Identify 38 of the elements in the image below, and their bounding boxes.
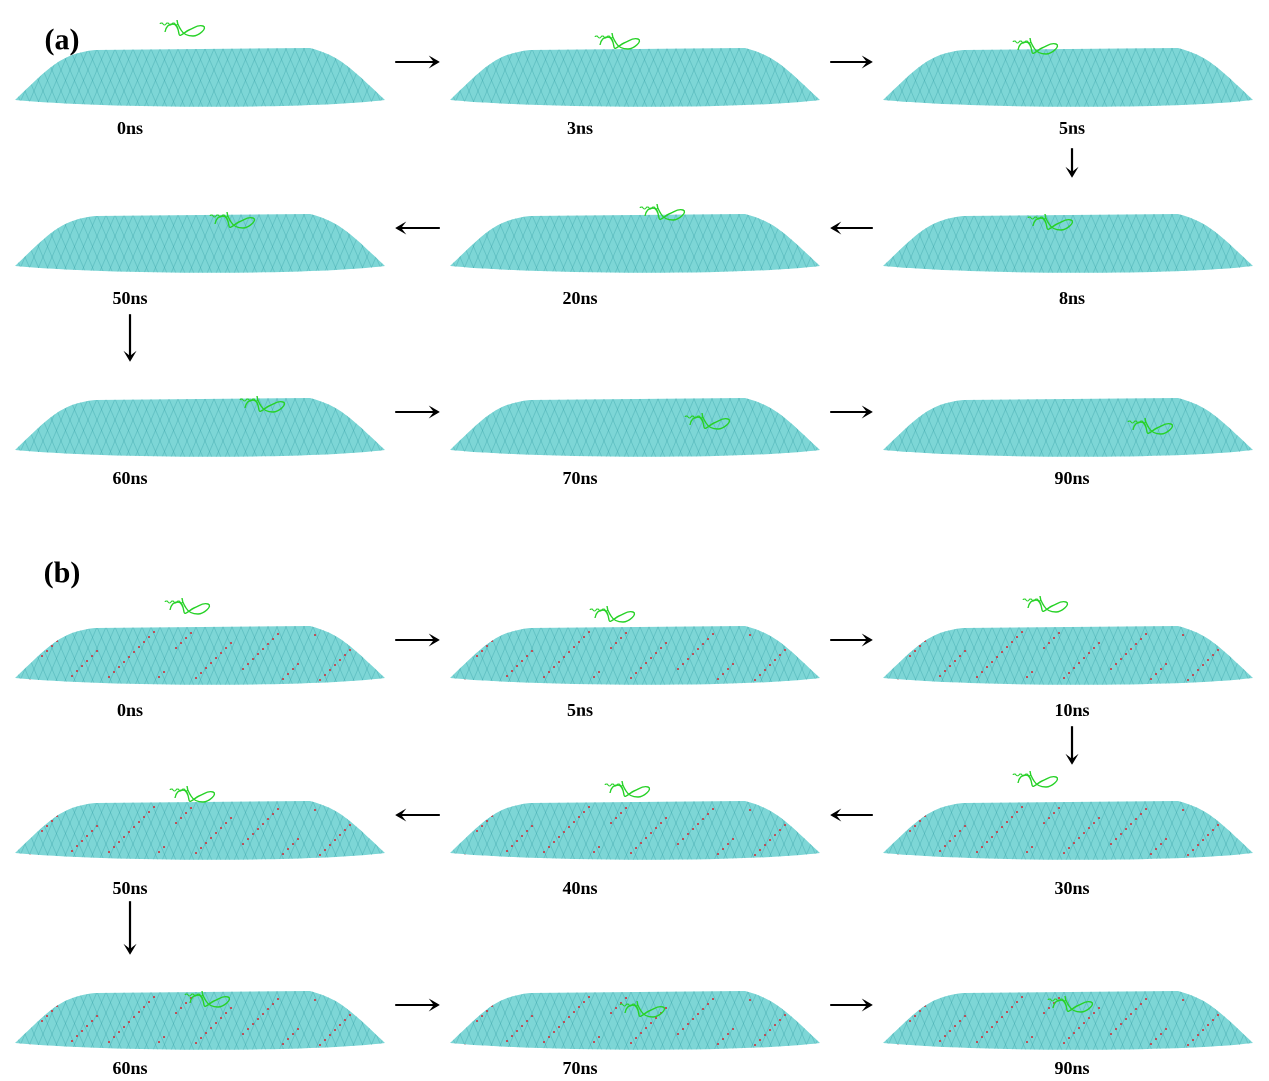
time-label: 50ns [113, 291, 148, 305]
simulation-snapshot-drawing [15, 785, 385, 860]
time-label: 3ns [567, 121, 593, 135]
panel-label: (a) [45, 28, 79, 56]
simulation-snapshot-drawing [883, 213, 1253, 273]
simulation-snapshot-drawing [450, 605, 820, 685]
simulation-snapshot-drawing [883, 398, 1253, 457]
time-label: 60ns [113, 1061, 148, 1075]
panel-label: (b) [45, 561, 79, 589]
time-label: 0ns [117, 121, 143, 135]
time-label: 60ns [113, 471, 148, 485]
time-label: 40ns [562, 881, 598, 895]
time-label: 20ns [563, 291, 598, 305]
simulation-snapshot-drawing [15, 395, 385, 457]
time-label: 70ns [563, 471, 598, 485]
time-label: 90ns [1055, 471, 1090, 485]
time-label: 90ns [1055, 1061, 1090, 1075]
simulation-snapshot-drawing [450, 991, 820, 1050]
time-label: 30ns [1055, 881, 1090, 895]
time-label: 70ns [563, 1061, 598, 1075]
simulation-snapshot-drawing [450, 203, 820, 273]
time-label: 5ns [567, 704, 593, 716]
simulation-snapshot-drawing [883, 595, 1253, 685]
simulation-snapshot-drawing [15, 211, 385, 273]
simulation-snapshot-drawing [15, 597, 385, 685]
time-label: 8ns [1059, 291, 1085, 305]
time-label: 10ns [1055, 703, 1090, 717]
time-label: 0ns [117, 703, 143, 717]
time-label: 50ns [113, 881, 148, 895]
time-label: 5ns [1059, 122, 1085, 134]
simulation-snapshot-drawing [15, 990, 385, 1050]
simulation-snapshot-drawing [883, 770, 1253, 860]
simulation-snapshot-drawing [883, 37, 1253, 107]
simulation-snapshot-drawing [15, 19, 385, 107]
simulation-snapshot-drawing [450, 398, 820, 457]
simulation-snapshot-drawing [883, 991, 1253, 1050]
simulation-snapshot-drawing [450, 32, 820, 107]
simulation-snapshot-drawing [450, 780, 820, 860]
